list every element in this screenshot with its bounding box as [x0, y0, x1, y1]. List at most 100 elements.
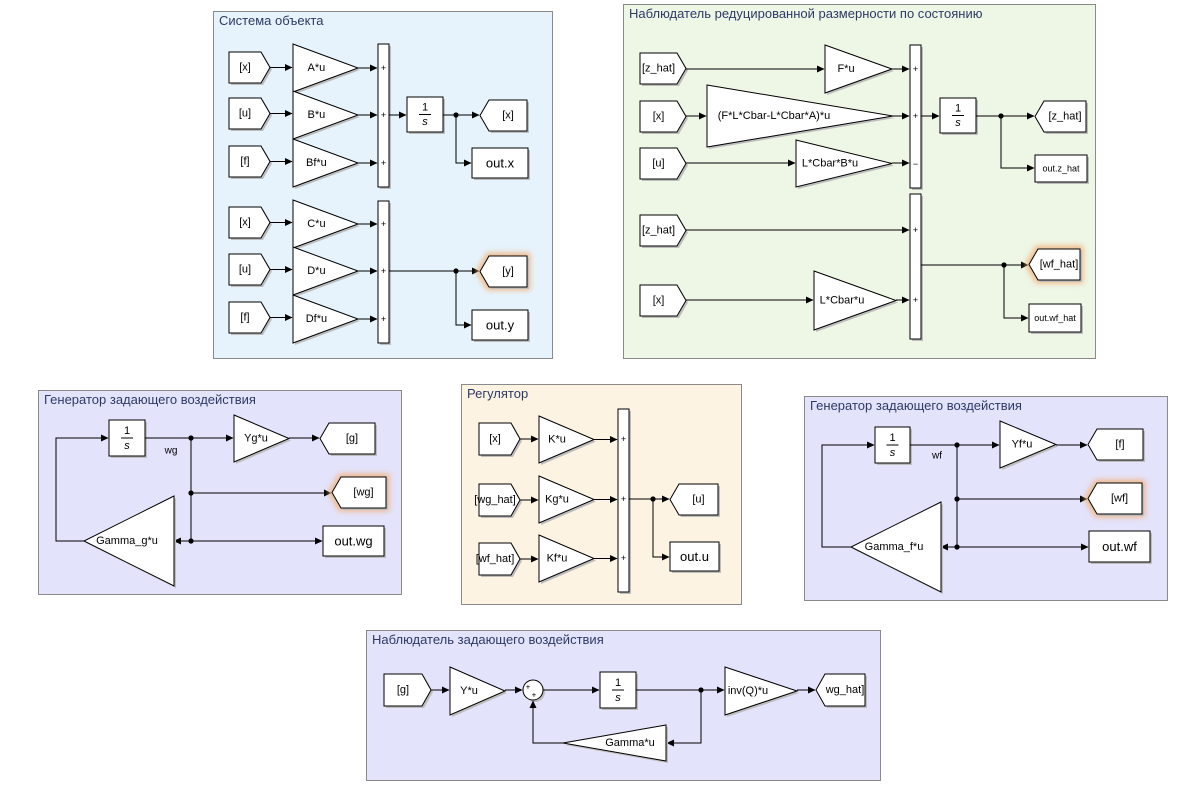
regulator-from-wghat[interactable]: [wg_hat] [474, 483, 522, 518]
plant-gain-bf[interactable]: Bf*u [292, 138, 360, 189]
signal-label-wf: wf [931, 451, 942, 462]
gen-g-goto-wg[interactable]: [wg] [328, 474, 389, 511]
plant-from-f[interactable]: [f] [228, 301, 272, 335]
dist-obs-gain-invq[interactable]: inv(Q)*u [724, 666, 799, 717]
gen-g-goto-g[interactable]: [g] [319, 422, 377, 456]
tf-numerator: 1 [955, 103, 961, 115]
observer-from-x-2[interactable]: [x] [639, 284, 688, 318]
plant-gain-d[interactable]: D*u [292, 246, 360, 297]
gen-f-gain-gamma[interactable]: Gamma_f*u [849, 501, 943, 594]
gen-g-out-wg[interactable]: out.wg [322, 525, 386, 558]
dist-obs-gain-gamma[interactable]: Gamma*u [562, 724, 668, 763]
plant-sum-output[interactable]: +++ [377, 200, 391, 345]
sum-sign: + [381, 314, 386, 324]
gen-g-gain-gamma[interactable]: Gamma_g*u [82, 495, 176, 588]
plant-gain-df[interactable]: Df*u [292, 294, 360, 345]
tf-denominator: s [890, 447, 896, 459]
gain-label: F*u [837, 63, 854, 75]
plant-sum-state[interactable]: +++ [377, 43, 391, 189]
observer-integrator[interactable]: 1s [939, 97, 978, 135]
from-tag: [f] [240, 156, 249, 168]
gain-label: L*Cbar*B*u [802, 158, 858, 170]
observer-goto-wfhat[interactable]: [wf_hat] [1025, 246, 1083, 283]
dist-obs-sum[interactable]: ++ [522, 679, 545, 702]
gen-g-gain-yg[interactable]: Yg*u [233, 414, 291, 464]
plant-integrator[interactable]: 1s [406, 96, 445, 134]
plant-gain-c[interactable]: C*u [292, 199, 360, 250]
plant-gain-a[interactable]: A*u [292, 43, 360, 94]
plant-from-u[interactable]: [u] [228, 253, 272, 287]
regulator-gain-kf[interactable]: Kf*u [538, 534, 596, 584]
out-label: out.x [486, 156, 515, 171]
observer-from-zhat-2[interactable]: [z_hat] [639, 214, 688, 248]
area-title-generator-g: Генератор задающего воздействия [44, 392, 256, 407]
regulator-gain-k[interactable]: K*u [538, 415, 596, 465]
from-tag: [x] [239, 217, 251, 229]
plant-from-x[interactable]: [x] [228, 51, 272, 85]
plant-goto-x[interactable]: [x] [479, 99, 529, 133]
plant-from-f[interactable]: [f] [228, 145, 272, 179]
signal-line [1000, 116, 1035, 172]
sum-sign: + [381, 110, 386, 120]
from-tag: [u] [239, 264, 251, 276]
sum-sign: + [381, 63, 386, 73]
plant-from-x[interactable]: [x] [228, 206, 272, 240]
gen-f-goto-f[interactable]: [f] [1087, 428, 1145, 462]
observer-gain-fl[interactable]: (F*L*Cbar-L*Cbar*A)*u [706, 84, 895, 149]
regulator-from-wfhat[interactable]: [wf_hat] [476, 542, 522, 577]
observer-from-zhat[interactable]: [z_hat] [639, 52, 688, 86]
signal-line [455, 115, 472, 167]
out-label: out.wf [1102, 539, 1137, 554]
gain-label: (F*L*Cbar-L*Cbar*A)*u [718, 110, 831, 122]
tf-numerator: 1 [124, 425, 130, 437]
from-tag: [u] [239, 108, 251, 120]
signal-line [1003, 265, 1029, 322]
from-tag: [z_hat] [642, 63, 675, 75]
observer-gain-f[interactable]: F*u [824, 44, 894, 95]
sum-sign: + [532, 691, 537, 700]
gen-f-out-wf[interactable]: out.wf [1088, 530, 1152, 564]
plant-from-u[interactable]: [u] [228, 97, 272, 131]
plant-out-x[interactable]: out.x [471, 147, 530, 180]
area-title-regulator: Регулятор [467, 386, 529, 401]
observer-sum-state[interactable]: ++− [909, 44, 923, 190]
observer-gain-lcb[interactable]: L*Cbar*B*u [795, 139, 894, 189]
regulator-goto-u[interactable]: [u] [669, 483, 720, 517]
gen-f-gain-yf[interactable]: Yf*u [999, 420, 1058, 470]
regulator-gain-kg[interactable]: Kg*u [538, 475, 596, 525]
observer-out-zhat[interactable]: out.z_hat [1034, 154, 1089, 184]
gain-label: Yg*u [244, 433, 268, 445]
sum-sign: + [913, 225, 918, 235]
gain-label: B*u [308, 109, 326, 121]
goto-tag: [u] [692, 494, 704, 506]
gain-label: A*u [308, 62, 326, 74]
out-label: out.wg [334, 534, 372, 549]
gen-g-integrator[interactable]: 1s [108, 419, 147, 458]
observer-goto-zhat[interactable]: [z_hat] [1034, 100, 1088, 134]
observer-out-wfhat[interactable]: out.wf_hat [1028, 303, 1083, 334]
sum-sign: + [526, 683, 531, 692]
plant-gain-b[interactable]: B*u [292, 90, 360, 141]
observer-sum-output[interactable]: ++ [909, 193, 923, 341]
observer-from-x[interactable]: [x] [639, 100, 688, 134]
dist-obs-from-g[interactable]: [g] [383, 673, 433, 708]
regulator-sum[interactable]: +++ [617, 408, 631, 594]
dist-obs-goto-wghat[interactable]: wg_hat] [815, 673, 867, 708]
observer-gain-lc[interactable]: L*Cbar*u [813, 270, 898, 332]
signal-label-wg: wg [164, 446, 178, 457]
plant-goto-y[interactable]: [y] [476, 253, 530, 290]
gen-f-goto-wf[interactable]: [wf] [1084, 480, 1145, 517]
signal-line [652, 499, 670, 561]
dist-obs-integrator[interactable]: 1s [599, 671, 638, 710]
observer-from-u[interactable]: [u] [639, 147, 688, 181]
dist-obs-gain-y[interactable]: Y*u [449, 666, 507, 717]
regulator-out-u[interactable]: out.u [669, 541, 721, 573]
signal-line [821, 441, 875, 548]
goto-tag: [g] [346, 433, 358, 445]
regulator-from-x[interactable]: [x] [478, 422, 522, 457]
plant-out-y[interactable]: out.y [471, 309, 530, 342]
sum-sign: + [913, 64, 918, 74]
goto-tag: [f] [1115, 439, 1124, 451]
gen-f-integrator[interactable]: 1s [874, 426, 912, 465]
